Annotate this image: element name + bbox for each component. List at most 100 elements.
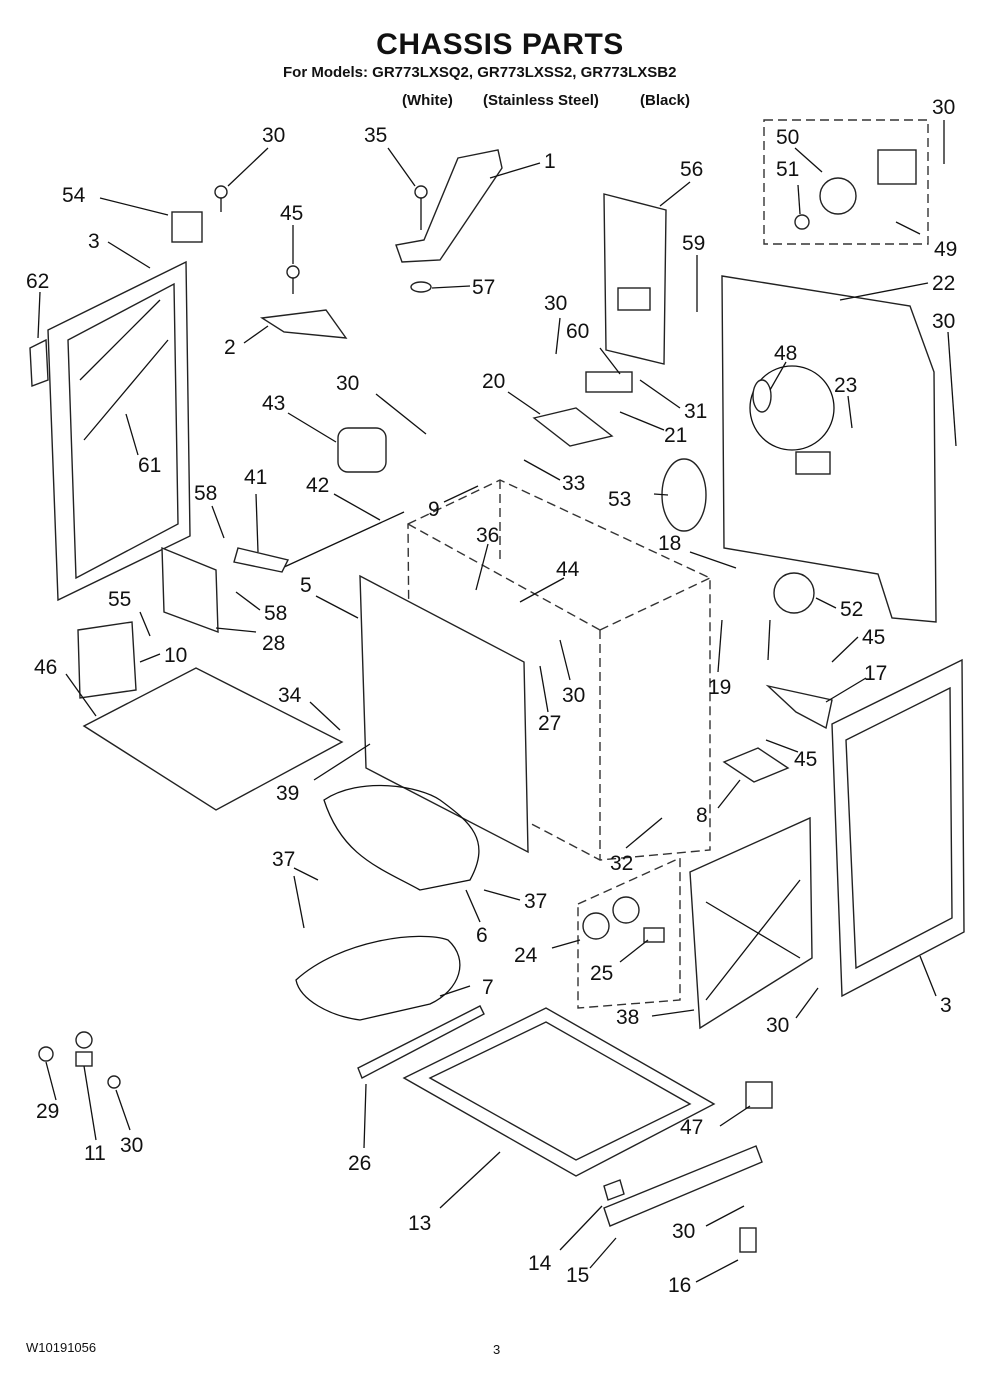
callout-45: 45	[794, 748, 817, 771]
callout-23: 23	[834, 374, 857, 397]
callout-3: 3	[88, 230, 100, 253]
callout-19: 19	[708, 676, 731, 699]
callout-57: 57	[472, 276, 495, 299]
leader-lines	[37, 120, 957, 1283]
callout-43: 43	[262, 392, 285, 415]
spool-part	[773, 572, 815, 614]
vent-gasket-part	[661, 458, 707, 532]
callout-47: 47	[680, 1116, 703, 1139]
callout-3: 3	[940, 994, 952, 1017]
callout-10: 10	[164, 644, 187, 667]
callout-21: 21	[664, 424, 687, 447]
callout-55: 55	[108, 588, 131, 611]
clip-part	[603, 1179, 625, 1201]
variant-black: (Black)	[640, 92, 691, 109]
variant-white: (White)	[402, 92, 453, 109]
fan-motor-part	[877, 149, 917, 185]
callout-6: 6	[476, 924, 488, 947]
callout-30: 30	[120, 1134, 143, 1157]
callout-61: 61	[138, 454, 161, 477]
callout-labels: 30 35 1 56 30 50 51 54 3 45 62 59 22 30 …	[26, 96, 957, 1297]
callout-13: 13	[408, 1212, 431, 1235]
motor-part	[337, 427, 387, 473]
terminal-block-part	[585, 371, 633, 393]
callout-37: 37	[524, 890, 547, 913]
fan-blade-part	[819, 177, 857, 215]
variant-stainless: (Stainless Steel)	[483, 92, 599, 109]
callout-48: 48	[774, 342, 797, 365]
knob-group-outline	[577, 856, 681, 1009]
callout-14: 14	[528, 1252, 552, 1275]
mount-bracket-part	[259, 309, 348, 339]
base-rail-part	[603, 1145, 763, 1227]
callout-5: 5	[300, 574, 312, 597]
callout-45: 45	[280, 202, 303, 225]
callout-15: 15	[566, 1264, 589, 1287]
callout-18: 18	[658, 532, 681, 555]
page-title: CHASSIS PARTS	[376, 28, 624, 61]
transformer-part	[171, 211, 203, 243]
bake-element-part	[295, 935, 461, 1021]
callout-30: 30	[544, 292, 567, 315]
corner-bracket-part	[765, 684, 833, 730]
models-line: For Models: GR773LXSQ2, GR773LXSS2, GR77…	[283, 64, 677, 81]
callout-30: 30	[336, 372, 359, 395]
broil-element-part	[323, 784, 480, 891]
callout-59: 59	[682, 232, 705, 255]
callout-25: 25	[590, 962, 613, 985]
callout-16: 16	[668, 1274, 691, 1297]
callout-38: 38	[616, 1006, 639, 1029]
callout-9: 9	[428, 498, 440, 521]
callout-34: 34	[278, 684, 302, 707]
callout-46: 46	[34, 656, 57, 679]
callout-32: 32	[610, 852, 633, 875]
rear-panel-part	[721, 275, 937, 623]
rear-cover-part	[689, 816, 813, 1030]
callout-49: 49	[934, 238, 957, 261]
left-panel-window-part	[67, 282, 179, 580]
callout-36: 36	[476, 524, 499, 547]
callout-30: 30	[262, 124, 285, 147]
callout-52: 52	[840, 598, 863, 621]
callout-30: 30	[932, 96, 955, 119]
callout-28: 28	[262, 632, 285, 655]
callout-45: 45	[862, 626, 885, 649]
callout-54: 54	[62, 184, 86, 207]
callout-29: 29	[36, 1100, 59, 1123]
knob-bezel-part	[582, 912, 610, 940]
callout-53: 53	[608, 488, 631, 511]
callout-8: 8	[696, 804, 708, 827]
callout-31: 31	[684, 400, 707, 423]
callout-51: 51	[776, 158, 799, 181]
rail-part	[357, 1005, 485, 1079]
duct-panel-part	[603, 193, 667, 365]
callout-62: 62	[26, 270, 49, 293]
support-channel-part	[395, 149, 503, 263]
callout-60: 60	[566, 320, 589, 343]
document-number: W10191056	[26, 1340, 97, 1355]
callout-17: 17	[864, 662, 887, 685]
callout-35: 35	[364, 124, 387, 147]
nut-part	[794, 214, 810, 230]
leveling-leg-part	[739, 1227, 757, 1253]
control-board-part	[77, 621, 137, 699]
callout-27: 27	[538, 712, 561, 735]
callout-39: 39	[276, 782, 299, 805]
washer-part	[410, 281, 432, 293]
screw-part	[214, 185, 228, 199]
callout-58: 58	[194, 482, 217, 505]
leveling-bracket-part	[722, 747, 790, 783]
callout-11: 11	[84, 1142, 106, 1165]
shield-bracket-part	[532, 407, 614, 447]
callout-58: 58	[264, 602, 287, 625]
drawer-bracket-part	[161, 546, 219, 634]
callout-44: 44	[556, 558, 580, 581]
label-part	[745, 1081, 773, 1109]
callout-50: 50	[776, 126, 799, 149]
harness-part	[752, 379, 772, 413]
knob-part	[612, 896, 640, 924]
callout-22: 22	[932, 272, 955, 295]
callout-33: 33	[562, 472, 585, 495]
callout-7: 7	[482, 976, 494, 999]
